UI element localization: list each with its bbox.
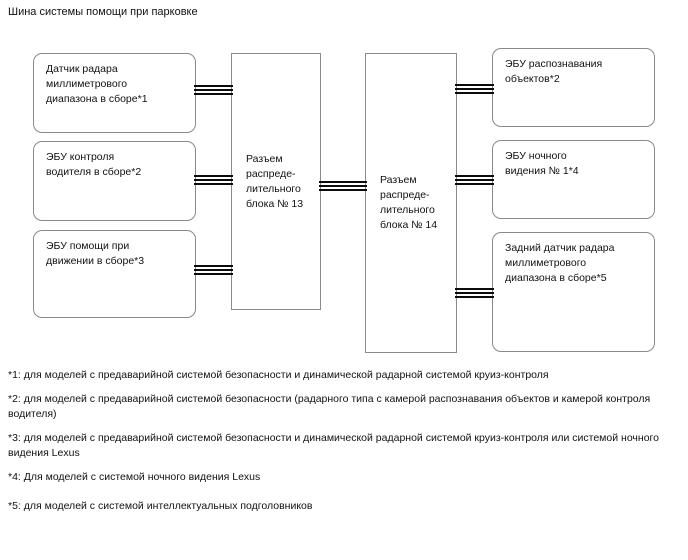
- bus-strand: [319, 185, 367, 187]
- bus-strand: [455, 179, 494, 181]
- bus-junction-13-to-junction-14: [319, 181, 367, 191]
- bus-strand: [319, 189, 367, 191]
- node-driver-monitor-ecu[interactable]: ЭБУ контроля водителя в сборе*2: [33, 141, 196, 221]
- bus-strand: [455, 288, 494, 290]
- bus-driver-monitor-to-junction-13: [194, 175, 233, 185]
- footnotes-list: *1: для моделей с предаварийной системой…: [8, 368, 680, 523]
- footnote-5: *5: для моделей с системой интеллектуаль…: [8, 500, 313, 512]
- bus-strand: [455, 92, 494, 94]
- bus-strand: [455, 183, 494, 185]
- bus-junction-14-to-night-view: [455, 175, 494, 185]
- node-object-recognition-ecu[interactable]: ЭБУ распознавания объектов*2: [492, 48, 655, 127]
- bus-strand: [194, 175, 233, 177]
- node-radar-rear[interactable]: Задний датчик радара миллиметрового диап…: [492, 232, 655, 352]
- node-driver-monitor-ecu-label: ЭБУ контроля водителя в сборе*2: [46, 151, 142, 178]
- node-junction-14-label: Разъем распреде- лительного блока № 14: [380, 174, 438, 231]
- node-night-view-ecu[interactable]: ЭБУ ночного видения № 1*4: [492, 140, 655, 219]
- bus-strand: [194, 85, 233, 87]
- node-junction-13-label: Разъем распреде- лительного блока № 13: [246, 152, 304, 210]
- node-radar-front[interactable]: Датчик радара миллиметрового диапазона в…: [33, 53, 196, 133]
- bus-strand: [194, 93, 233, 95]
- node-junction-13[interactable]: Разъем распреде- лительного блока № 13: [231, 53, 321, 310]
- bus-strand: [194, 183, 233, 185]
- bus-junction-14-to-object-recognition: [455, 84, 494, 94]
- node-junction-14[interactable]: Разъем распреде- лительного блока № 14: [365, 53, 457, 353]
- bus-driving-assist-to-junction-13: [194, 265, 233, 275]
- footnote-3: *3: для моделей с предаварийной системой…: [8, 432, 659, 459]
- bus-strand: [194, 273, 233, 275]
- bus-strand: [455, 292, 494, 294]
- bus-strand: [455, 296, 494, 298]
- bus-strand: [455, 88, 494, 90]
- node-radar-front-label: Датчик радара миллиметрового диапазона в…: [46, 63, 148, 105]
- bus-strand: [455, 84, 494, 86]
- bus-strand: [455, 175, 494, 177]
- node-driving-assist-ecu[interactable]: ЭБУ помощи при движении в сборе*3: [33, 230, 196, 318]
- bus-strand: [319, 181, 367, 183]
- page-title: Шина системы помощи при парковке: [8, 6, 198, 18]
- bus-strand: [194, 89, 233, 91]
- bus-strand: [194, 269, 233, 271]
- bus-strand: [194, 265, 233, 267]
- bus-junction-14-to-radar-rear: [455, 288, 494, 298]
- node-object-recognition-ecu-label: ЭБУ распознавания объектов*2: [505, 58, 603, 85]
- node-driving-assist-ecu-label: ЭБУ помощи при движении в сборе*3: [46, 240, 145, 267]
- footnote-4: *4: Для моделей с системой ночного виден…: [8, 471, 261, 483]
- node-night-view-ecu-label: ЭБУ ночного видения № 1*4: [505, 150, 579, 177]
- bus-radar-front-to-junction-13: [194, 85, 233, 95]
- footnote-2: *2: для моделей с предаварийной системой…: [8, 393, 651, 420]
- bus-strand: [194, 179, 233, 181]
- node-radar-rear-label: Задний датчик радара миллиметрового диап…: [505, 242, 615, 284]
- footnote-1: *1: для моделей с предаварийной системой…: [8, 369, 549, 381]
